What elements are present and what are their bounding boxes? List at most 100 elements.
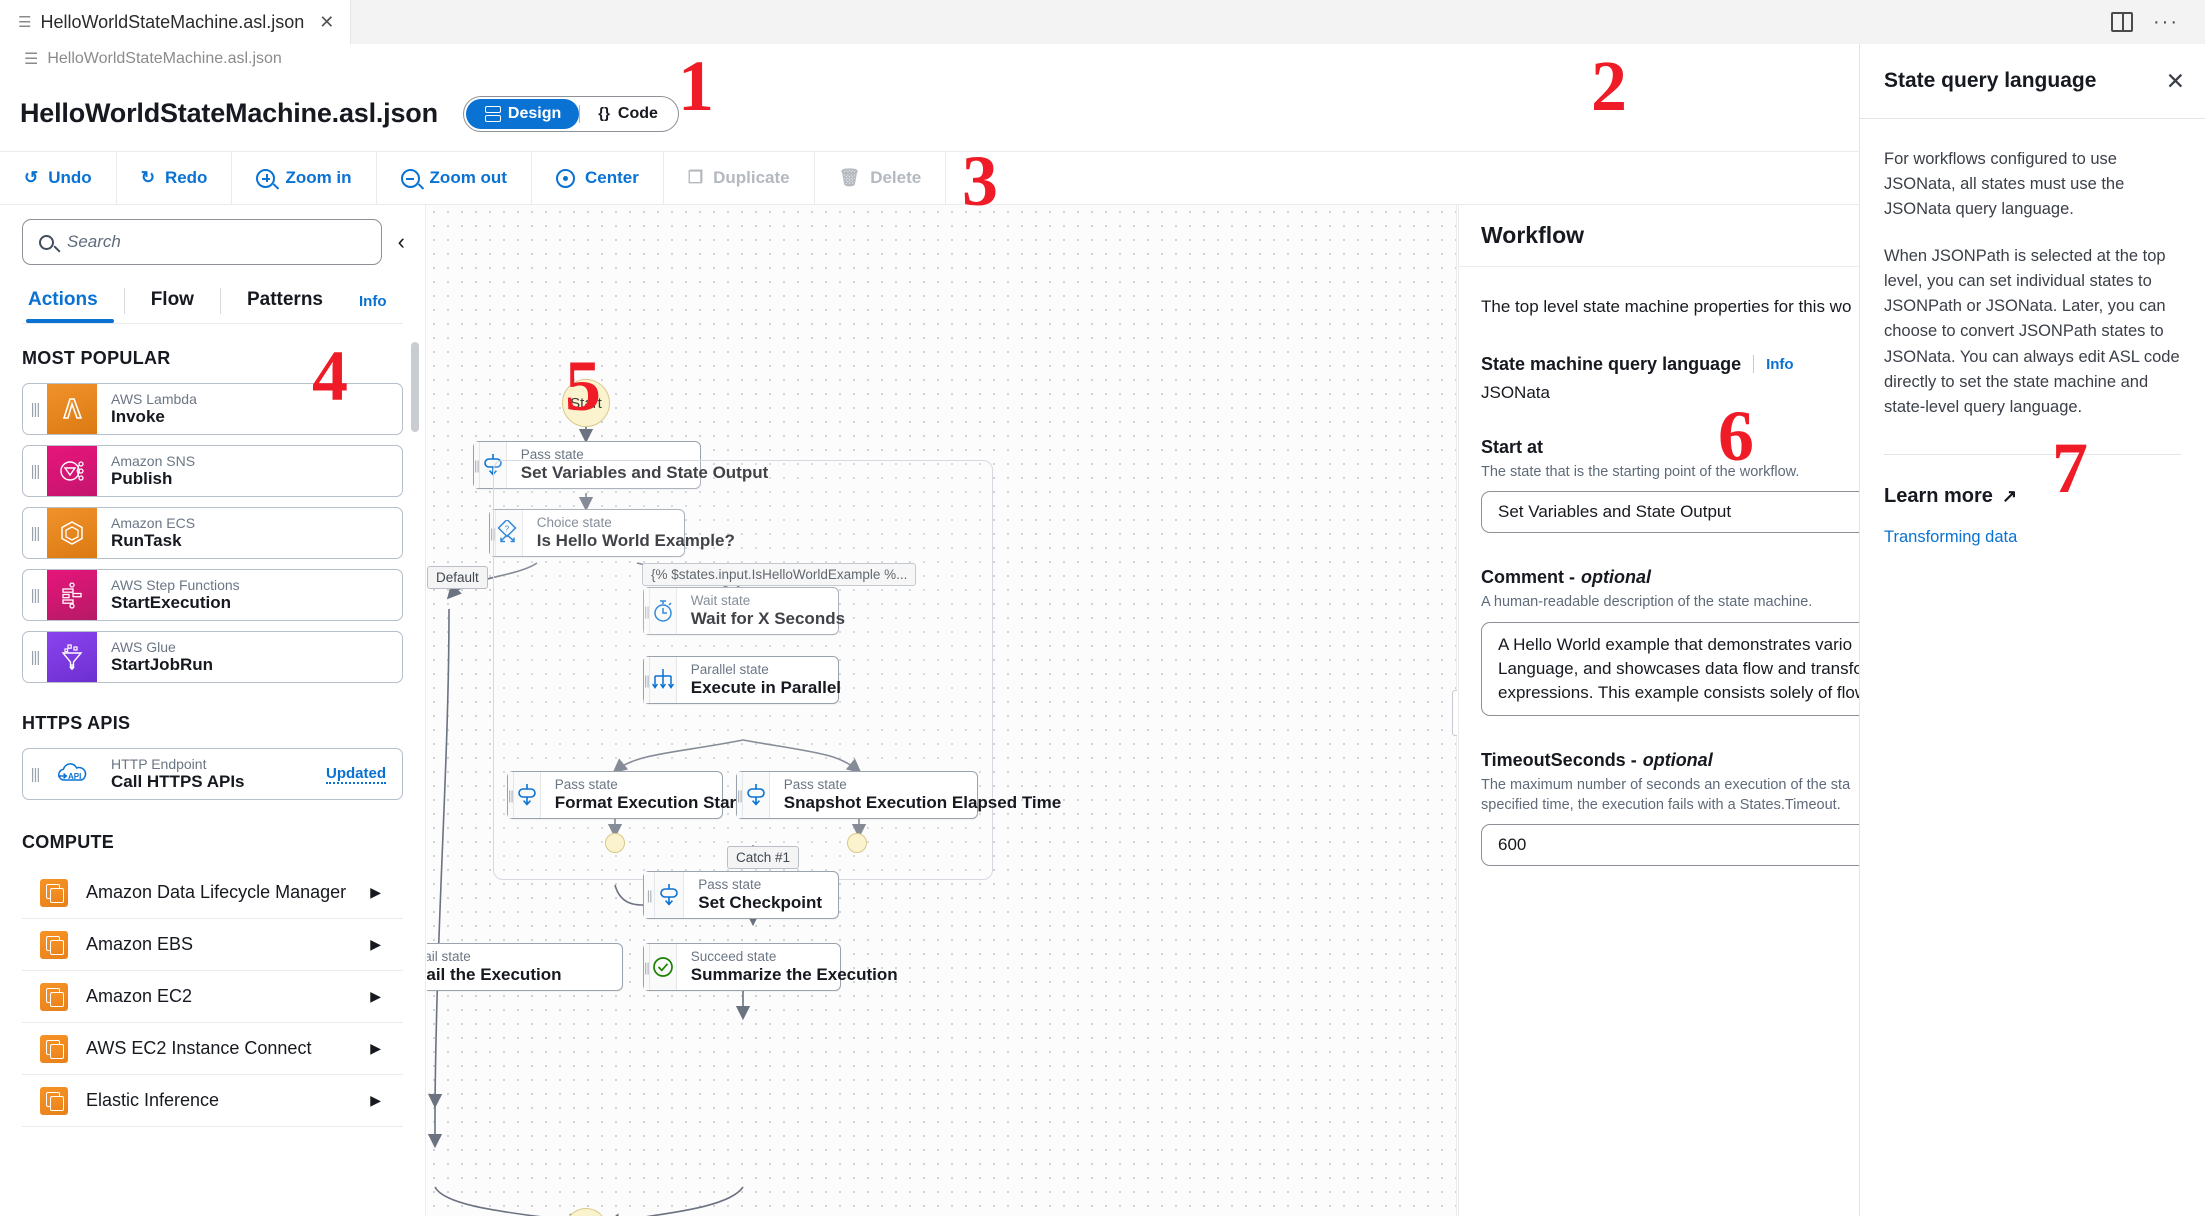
tab-code[interactable]: {} Code xyxy=(580,99,676,129)
pass-state-icon xyxy=(513,772,541,818)
service-row-elastic-inference[interactable]: Elastic Inference ▶ xyxy=(22,1075,403,1127)
chevron-right-icon[interactable]: ▶ xyxy=(370,936,381,952)
drag-handle-icon[interactable]: ||| xyxy=(30,765,41,783)
drag-handle-icon[interactable]: || xyxy=(508,772,514,818)
drag-handle-icon[interactable]: || xyxy=(644,872,656,918)
drag-handle-icon[interactable]: || xyxy=(474,442,480,488)
tab-flow[interactable]: Flow xyxy=(125,279,220,323)
card-action: Publish xyxy=(111,468,173,488)
query-language-info-link[interactable]: Info xyxy=(1766,355,1794,373)
state-node-format-execution-start-date[interactable]: || Pass state Format Execution Start Dat… xyxy=(507,771,783,819)
states-list[interactable]: MOST POPULAR ||| AWS Lambda Invoke ||| xyxy=(0,324,425,1167)
drag-handle-icon[interactable]: || xyxy=(644,588,650,634)
query-language-label-text: State machine query language xyxy=(1481,353,1742,374)
drag-handle-icon[interactable]: || xyxy=(644,944,650,990)
zoom-out-button[interactable]: Zoom out xyxy=(377,152,532,204)
canvas-toolbar: ↺ Undo ↻ Redo Zoom in Zoom out Center ❐ … xyxy=(0,151,2205,205)
card-service: Amazon SNS xyxy=(111,452,196,469)
search-input[interactable]: Search xyxy=(22,219,382,265)
annotation-7: 7 xyxy=(2052,428,2088,508)
duplicate-button[interactable]: ❐ Duplicate xyxy=(664,152,815,204)
chevron-right-icon[interactable]: ▶ xyxy=(370,1092,381,1108)
drag-handle-icon[interactable]: || xyxy=(737,772,743,818)
state-node-is-hello-world-example[interactable]: || ? Choice state Is Hello World Example… xyxy=(489,509,735,557)
start-node[interactable]: Start xyxy=(562,379,610,427)
patterns-info-link[interactable]: Info xyxy=(359,292,387,310)
divider xyxy=(1753,355,1755,374)
drag-handle-icon[interactable]: ||| xyxy=(30,586,41,604)
panel-resize-handle[interactable] xyxy=(1452,690,1457,737)
state-card-http-endpoint[interactable]: ||| API HTTP Endpoint Call HTTPS APIs Up… xyxy=(22,748,403,800)
tab-design[interactable]: Design xyxy=(465,98,580,129)
state-type: Pass state xyxy=(520,447,584,463)
chevron-left-icon[interactable]: ‹ xyxy=(397,229,405,254)
breadcrumb-label: HelloWorldStateMachine.asl.json xyxy=(47,50,282,67)
service-row-ec2[interactable]: Amazon EC2 ▶ xyxy=(22,971,403,1023)
duplicate-icon: ❐ xyxy=(687,168,704,187)
status-badge[interactable]: Updated xyxy=(326,764,386,784)
zoom-in-button[interactable]: Zoom in xyxy=(232,152,377,204)
close-icon[interactable]: ✕ xyxy=(319,12,335,32)
search-icon xyxy=(39,234,54,250)
page-title: HelloWorldStateMachine.asl.json xyxy=(20,98,438,128)
redo-button[interactable]: ↻ Redo xyxy=(117,152,233,204)
drag-handle-icon[interactable]: || xyxy=(644,657,650,703)
chevron-right-icon[interactable]: ▶ xyxy=(370,988,381,1004)
scrollbar-thumb[interactable] xyxy=(411,342,419,432)
card-service: AWS Glue xyxy=(111,638,176,655)
drag-handle-icon[interactable]: ||| xyxy=(30,648,41,666)
state-node-execute-in-parallel[interactable]: || Parallel state Execute in Parallel xyxy=(643,656,841,704)
service-row-data-lifecycle-manager[interactable]: Amazon Data Lifecycle Manager ▶ xyxy=(22,867,403,919)
tab-actions-text: Actions xyxy=(28,289,98,310)
state-card-lambda-invoke[interactable]: ||| AWS Lambda Invoke xyxy=(22,383,403,435)
transforming-data-link[interactable]: Transforming data xyxy=(1884,527,2018,546)
state-node-set-variables-and-state-output[interactable]: || Pass state Set Variables and State Ou… xyxy=(473,441,768,489)
drag-handle-icon[interactable]: ||| xyxy=(30,400,41,418)
tab-actions[interactable]: Actions xyxy=(22,279,124,323)
timeout-optional-text: optional xyxy=(1642,750,1713,771)
workflow-canvas[interactable]: Start || Pass state Set Variables and St… xyxy=(427,205,1457,1216)
aws-service-icon xyxy=(40,1034,68,1063)
state-card-sns-publish[interactable]: ||| Amazon SNS Publish xyxy=(22,445,403,497)
panel-tabs: Actions Flow Patterns Info xyxy=(0,271,425,323)
state-type: Pass state xyxy=(783,777,847,793)
service-label: Amazon EC2 xyxy=(86,986,193,1006)
state-card-ecs-runtask[interactable]: ||| Amazon ECS RunTask xyxy=(22,507,403,559)
service-label: Elastic Inference xyxy=(86,1090,220,1110)
drag-handle-icon[interactable]: ||| xyxy=(30,462,41,480)
drag-handle-icon[interactable]: || xyxy=(490,510,496,556)
annotation-4: 4 xyxy=(312,336,348,416)
card-action: StartExecution xyxy=(111,592,231,612)
delete-button[interactable]: 🗑 Delete xyxy=(815,152,947,204)
card-service: AWS Lambda xyxy=(111,390,197,407)
undo-button[interactable]: ↺ Undo xyxy=(0,152,117,204)
chevron-right-icon[interactable]: ▶ xyxy=(370,1040,381,1056)
svg-text:?: ? xyxy=(504,525,509,534)
comment-line-1: A Hello World example that demonstrates … xyxy=(1498,634,1853,654)
end-node[interactable]: End xyxy=(563,1208,609,1216)
state-node-wait-for-x-seconds[interactable]: || Wait state Wait for X Seconds xyxy=(643,587,845,635)
http-api-icon: API xyxy=(47,749,97,799)
state-node-fail-the-execution[interactable]: || Fail state Fail the Execution xyxy=(427,943,623,991)
state-type: Succeed state xyxy=(690,949,777,965)
service-row-ec2-instance-connect[interactable]: AWS EC2 Instance Connect ▶ xyxy=(22,1023,403,1075)
service-row-ebs[interactable]: Amazon EBS ▶ xyxy=(22,919,403,971)
state-node-snapshot-execution-elapsed-time[interactable]: || Pass state Snapshot Execution Elapsed… xyxy=(736,771,1061,819)
state-node-summarize-the-execution[interactable]: || Succeed state Summarize the Execution xyxy=(643,943,898,991)
file-icon: ☰ xyxy=(24,51,39,68)
card-service: HTTP Endpoint xyxy=(111,755,207,772)
start-label: Start xyxy=(570,394,602,412)
state-card-glue-startjobrun[interactable]: ||| AWS Glue StartJobRun xyxy=(22,631,403,683)
center-label: Center xyxy=(584,168,639,187)
close-icon[interactable]: ✕ xyxy=(2165,67,2185,94)
state-node-set-checkpoint[interactable]: || Pass state Set Checkpoint xyxy=(643,871,839,919)
editor-tab[interactable]: ☰ HelloWorldStateMachine.asl.json ✕ xyxy=(0,0,352,44)
drag-handle-icon[interactable]: ||| xyxy=(30,524,41,542)
more-actions-icon[interactable]: ··· xyxy=(2153,10,2179,33)
search-placeholder: Search xyxy=(67,232,121,251)
state-card-stepfunctions-startexecution[interactable]: ||| AWS Step Functions StartExecution xyxy=(22,569,403,621)
split-editor-icon[interactable] xyxy=(2111,12,2134,32)
tab-patterns[interactable]: Patterns xyxy=(221,279,349,323)
center-button[interactable]: Center xyxy=(532,152,664,204)
chevron-right-icon[interactable]: ▶ xyxy=(370,884,381,900)
